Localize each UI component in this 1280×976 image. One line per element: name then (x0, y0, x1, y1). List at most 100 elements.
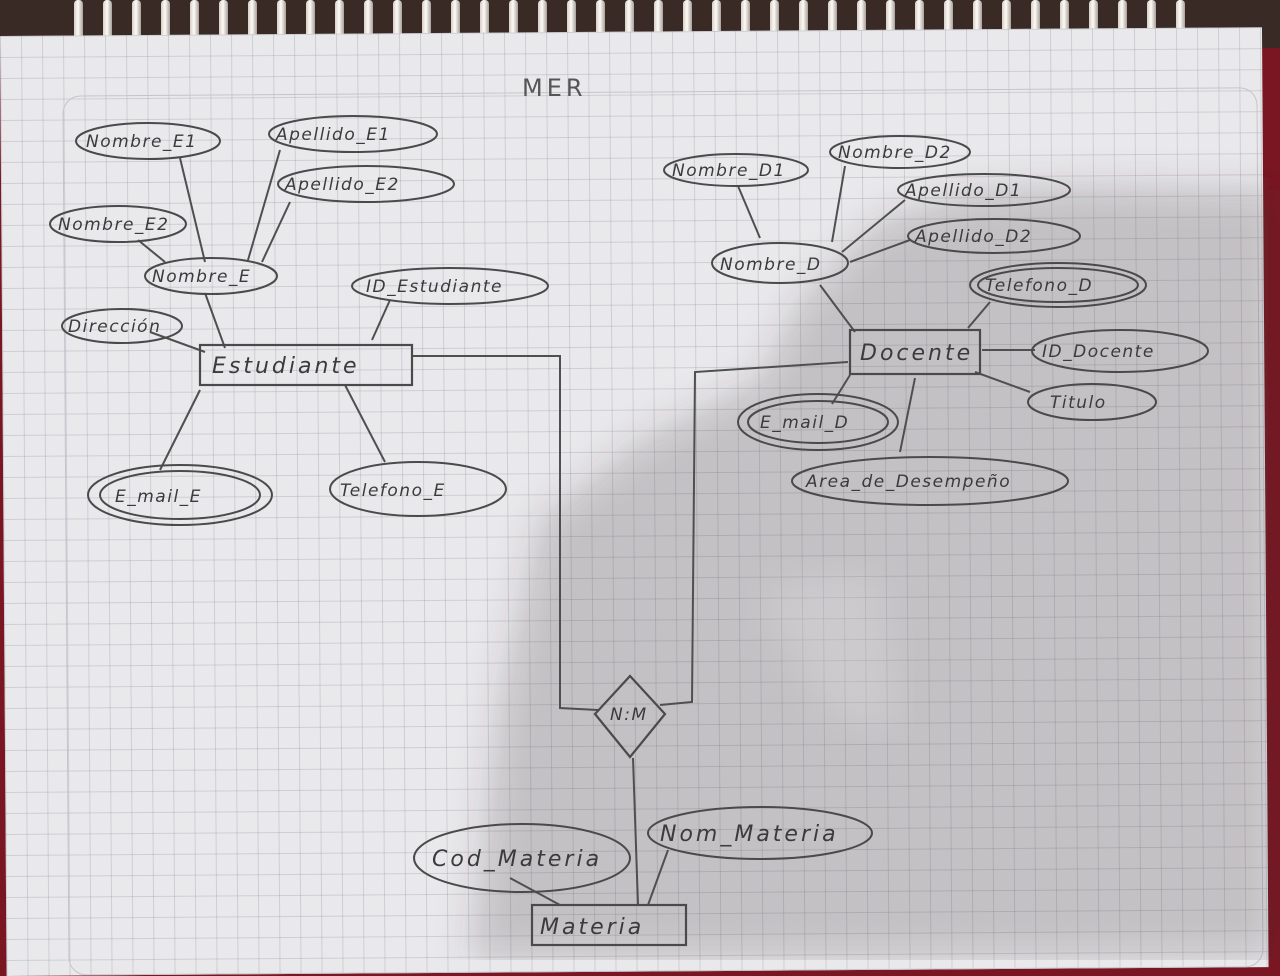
binding-ring (886, 0, 895, 40)
attribute-id-docente: ID_Docente (1031, 329, 1209, 373)
attribute-label: Nom_Materia (660, 822, 839, 847)
binding-ring (654, 0, 663, 40)
line-relation-materia (632, 757, 639, 906)
binding-ring (509, 0, 518, 40)
attribute-label: Nombre_E (152, 267, 251, 287)
attribute-label: Area_de_Desempeño (805, 472, 1011, 492)
binding-ring (480, 0, 489, 40)
line-email-e (159, 389, 201, 471)
line-nombre-e2 (137, 239, 166, 263)
binding-ring (1147, 0, 1156, 40)
attribute-label: Apellido_E2 (284, 175, 400, 195)
binding-ring (741, 0, 750, 40)
entity-label: Docente (860, 341, 973, 366)
attribute-label: Nombre_D2 (838, 143, 952, 163)
attribute-apellido-d1: Apellido_D1 (897, 173, 1071, 207)
attribute-email-d: E_mail_D (737, 393, 899, 451)
attribute-telefono-d: Telefono_D (969, 262, 1147, 308)
attribute-label: Dirección (68, 317, 161, 337)
attribute-label: E_mail_D (760, 413, 849, 433)
line-apellido-e1 (247, 149, 281, 261)
binding-ring (1002, 0, 1011, 40)
binding-ring (857, 0, 866, 40)
attribute-nombre-d: Nombre_D (711, 242, 849, 284)
binding-ring (1176, 0, 1185, 40)
binding-ring (132, 0, 141, 40)
entity-estudiante: Estudiante (198, 343, 414, 387)
binding-ring (190, 0, 199, 40)
line-nombre-e (204, 292, 226, 349)
attribute-label: Cod_Materia (432, 847, 602, 872)
line-nombre-e1 (179, 157, 206, 263)
line-nombre-d (819, 284, 856, 333)
attribute-label: Apellido_D1 (904, 181, 1022, 201)
attribute-label: Titulo (1050, 393, 1107, 413)
line-email-d (831, 374, 851, 405)
binding-ring (1031, 0, 1040, 40)
binding-ring (828, 0, 837, 40)
binding-ring (306, 0, 315, 40)
binding-ring (1060, 0, 1069, 40)
attribute-apellido-e2: Apellido_E2 (277, 165, 455, 203)
attribute-nombre-d1: Nombre_D1 (663, 153, 809, 187)
binding-ring (451, 0, 460, 40)
attribute-label: E_mail_E (115, 487, 202, 507)
entity-label: Estudiante (212, 354, 360, 379)
attribute-label: Nombre_E1 (86, 132, 197, 152)
diagram-title: MER (522, 74, 587, 102)
line-docente-relation (659, 361, 849, 706)
binding-ring (277, 0, 286, 40)
connector-lines (137, 149, 1035, 906)
entity-label: Materia (540, 915, 644, 940)
binding-ring (712, 0, 721, 40)
relationship-label: N:M (610, 705, 648, 725)
attribute-label: Nombre_D1 (672, 161, 786, 181)
binding-ring (335, 0, 344, 40)
attribute-nombre-d2: Nombre_D2 (829, 135, 971, 169)
binding-ring (944, 0, 953, 40)
binding-ring (393, 0, 402, 40)
attribute-nombre-e: Nombre_E (144, 257, 278, 295)
attribute-label: Apellido_E1 (275, 125, 391, 145)
line-telefono-d (967, 301, 991, 329)
line-apellido-e2 (261, 201, 291, 263)
binding-ring (770, 0, 779, 40)
relationship-diamond: N:M (593, 674, 667, 759)
attribute-email-e: E_mail_E (87, 464, 273, 526)
binding-ring (1118, 0, 1127, 40)
attribute-label: ID_Docente (1042, 342, 1155, 362)
entity-docente: Docente (848, 328, 982, 376)
binding-ring (364, 0, 373, 40)
binding-ring (683, 0, 692, 40)
attribute-label: Telefono_E (340, 481, 446, 501)
binding-ring (422, 0, 431, 40)
line-id-estudiante (371, 299, 391, 341)
attribute-direccion: Dirección (61, 308, 183, 344)
binding-ring (596, 0, 605, 40)
attribute-apellido-e1: Apellido_E1 (268, 115, 438, 153)
attribute-telefono-e: Telefono_E (329, 461, 507, 517)
line-apellido-d1 (841, 199, 906, 253)
line-nombre-d2 (831, 165, 846, 243)
binding-ring (799, 0, 808, 40)
binding-ring (1089, 0, 1098, 40)
line-area-desempeno (899, 377, 916, 453)
line-direccion (149, 331, 206, 353)
attribute-label: Nombre_D (720, 255, 822, 275)
line-telefono-e (344, 384, 386, 463)
line-estudiante-relation (412, 355, 599, 711)
binding-ring (248, 0, 257, 40)
binding-ring (973, 0, 982, 40)
attribute-label: Apellido_D2 (914, 227, 1032, 247)
attribute-label: Telefono_D (985, 276, 1093, 296)
entity-materia: Materia (530, 903, 688, 947)
line-titulo (974, 371, 1031, 393)
attribute-nombre-e1: Nombre_E1 (75, 122, 221, 160)
attribute-nom-materia: Nom_Materia (647, 806, 873, 860)
attribute-apellido-d2: Apellido_D2 (907, 218, 1081, 254)
binding-ring (915, 0, 924, 40)
binding-ring (567, 0, 576, 40)
line-nombre-d1 (737, 185, 761, 239)
attribute-area-desempeno: Area_de_Desempeño (791, 456, 1069, 506)
